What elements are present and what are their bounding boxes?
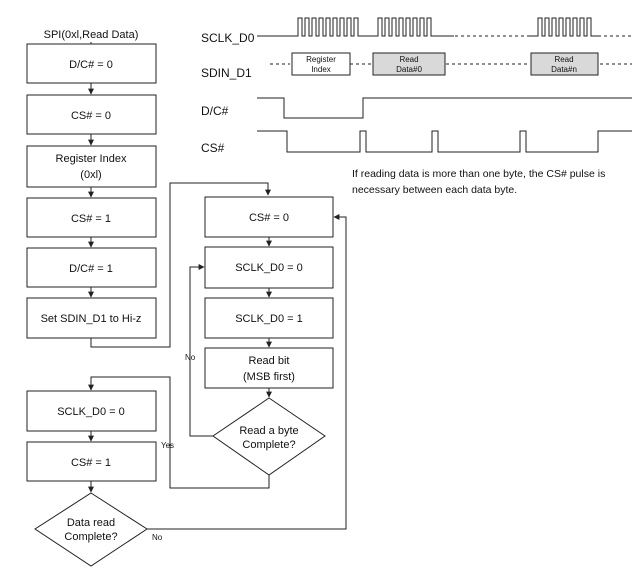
decision-data-sub: Complete? [64,531,117,543]
label-yes-inner: Yes [161,441,174,450]
box-dc-1-label: D/C# = 1 [69,263,113,275]
sdin-box-read-data-0-l1: Read [399,55,418,64]
box-inner-cs-0-label: CS# = 0 [249,212,289,224]
sdin-box-read-data-n-l1: Read [554,55,573,64]
connector-hiz-to-loop [90,182,271,348]
box-read-bit-sub: (MSB first) [243,371,295,383]
sdin-box-read-data-0-l2: Data#0 [396,65,422,74]
sdin-box-read-data-n: Read Data#n [530,52,599,76]
signal-sclk: SCLK_D0 [201,31,255,45]
box-lower-sclk-0: SCLK_D0 = 0 [26,390,157,432]
timing-note-line2: necessary between each data byte. [352,184,517,196]
box-lower-cs-1-label: CS# = 1 [71,457,111,469]
box-sclk-1: SCLK_D0 = 1 [204,297,334,339]
box-lower-cs-1: CS# = 1 [26,441,157,482]
waveform-dc [257,97,632,119]
box-sclk-0-label: SCLK_D0 = 0 [235,262,303,274]
waveform-sdin: Register Index Read Data#0 Read Data#n [270,52,632,76]
box-lower-sclk-0-label: SCLK_D0 = 0 [57,406,125,418]
waveform-sclk [257,17,632,37]
box-register-index-label: Register Index [56,153,127,165]
box-set-hiz-label: Set SDIN_D1 to Hi-z [41,313,142,325]
decision-byte-complete: Read a byte Complete? [212,397,326,476]
connector-data-no [147,214,347,530]
box-register-index: Register Index (0xl) [26,145,157,188]
box-dc-0-label: D/C# = 0 [69,59,113,71]
sdin-box-register-index-l1: Register [306,55,336,64]
signal-sdin: SDIN_D1 [201,66,252,80]
box-inner-cs-0: CS# = 0 [204,196,334,238]
decision-data-complete: Data read Complete? [34,492,148,567]
signal-cs: CS# [201,141,225,155]
sdin-box-register-index: Register Index [291,52,351,76]
box-cs-1-label: CS# = 1 [71,213,111,225]
box-read-bit: Read bit (MSB first) [204,347,334,389]
connector-byte-yes [88,376,270,489]
decision-byte-sub: Complete? [242,439,295,451]
label-no-outer: No [152,533,163,542]
box-read-bit-label: Read bit [249,355,290,367]
signal-dc: D/C# [201,104,229,118]
box-cs-0-label: CS# = 0 [71,110,111,122]
box-sclk-0: SCLK_D0 = 0 [204,246,334,289]
sdin-box-register-index-l2: Index [311,65,331,74]
box-cs-1: CS# = 1 [26,197,157,238]
box-cs-0: CS# = 0 [26,94,157,135]
flow-title: SPI(0xl,Read Data) [44,29,139,41]
box-sclk-1-label: SCLK_D0 = 1 [235,313,303,325]
box-set-hiz: Set SDIN_D1 to Hi-z [26,297,157,339]
sdin-box-read-data-0: Read Data#0 [372,52,446,76]
timing-note-line1: If reading data is more than one byte, t… [352,168,605,180]
box-dc-0: D/C# = 0 [26,43,157,84]
label-no-inner: No [185,353,196,362]
waveform-cs [257,130,632,153]
box-dc-1: D/C# = 1 [26,247,157,288]
connector-byte-no [189,264,213,437]
waveform-sclk-burst-n [530,17,598,37]
decision-byte-label: Read a byte [239,425,298,437]
sdin-box-read-data-n-l2: Data#n [551,65,577,74]
decision-data-label: Data read [67,517,115,529]
box-register-index-sub: (0xl) [80,169,101,181]
